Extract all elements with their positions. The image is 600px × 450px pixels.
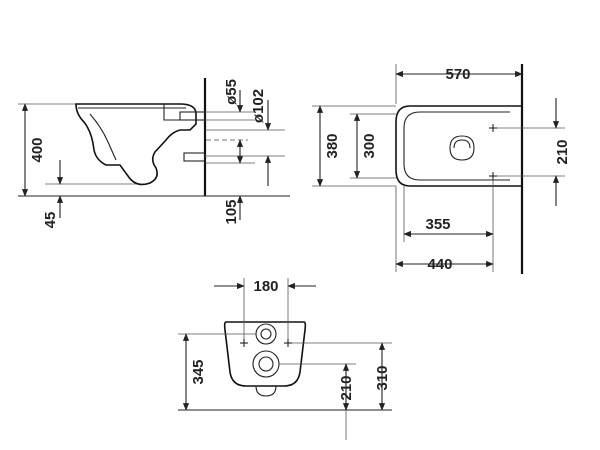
dim-440-label: 440 bbox=[427, 256, 452, 273]
front-fixing-hole-right bbox=[284, 339, 292, 347]
top-fixing-hole-upper bbox=[489, 124, 497, 132]
side-drain-pipe bbox=[183, 152, 206, 162]
dim-180-label: 180 bbox=[253, 278, 278, 295]
dim-380-label: 380 bbox=[324, 133, 341, 158]
top-view: 570 380 300 210 355 440 bbox=[312, 64, 571, 274]
dim-310-label: 310 bbox=[374, 365, 391, 390]
dim-400-label: 400 bbox=[29, 137, 46, 162]
front-view: 180 345 210 310 bbox=[178, 278, 392, 440]
dim-102-label: ø102 bbox=[250, 89, 267, 123]
top-fixing-hole-lower bbox=[489, 172, 497, 180]
front-drain-opening bbox=[252, 350, 280, 378]
dim-355-label: 355 bbox=[425, 216, 450, 233]
dim-570-label: 570 bbox=[445, 66, 470, 83]
dim-345-label: 345 bbox=[190, 359, 207, 384]
dim-45-label: 45 bbox=[42, 212, 59, 229]
front-inlet-opening bbox=[255, 323, 277, 345]
top-bowl-inner bbox=[403, 111, 510, 181]
dim-210-front-label: 210 bbox=[338, 375, 355, 400]
front-fixing-hole-left bbox=[240, 339, 248, 347]
front-body-outline bbox=[223, 321, 307, 387]
side-inner-bowl bbox=[89, 113, 117, 161]
dim-210-top-label: 210 bbox=[554, 139, 571, 164]
front-drain-bottom bbox=[255, 385, 277, 397]
dim-105-label: 105 bbox=[223, 199, 240, 224]
top-flush-inner bbox=[453, 139, 471, 149]
top-bowl-outline bbox=[395, 105, 522, 187]
side-view: 400 45 ø55 ø102 105 bbox=[18, 78, 290, 228]
dim-55-label: ø55 bbox=[223, 79, 240, 105]
side-bowl-outline bbox=[75, 103, 197, 186]
side-inlet-pipe bbox=[179, 111, 206, 121]
dim-300-label: 300 bbox=[361, 133, 378, 158]
top-flush-opening bbox=[449, 135, 475, 161]
